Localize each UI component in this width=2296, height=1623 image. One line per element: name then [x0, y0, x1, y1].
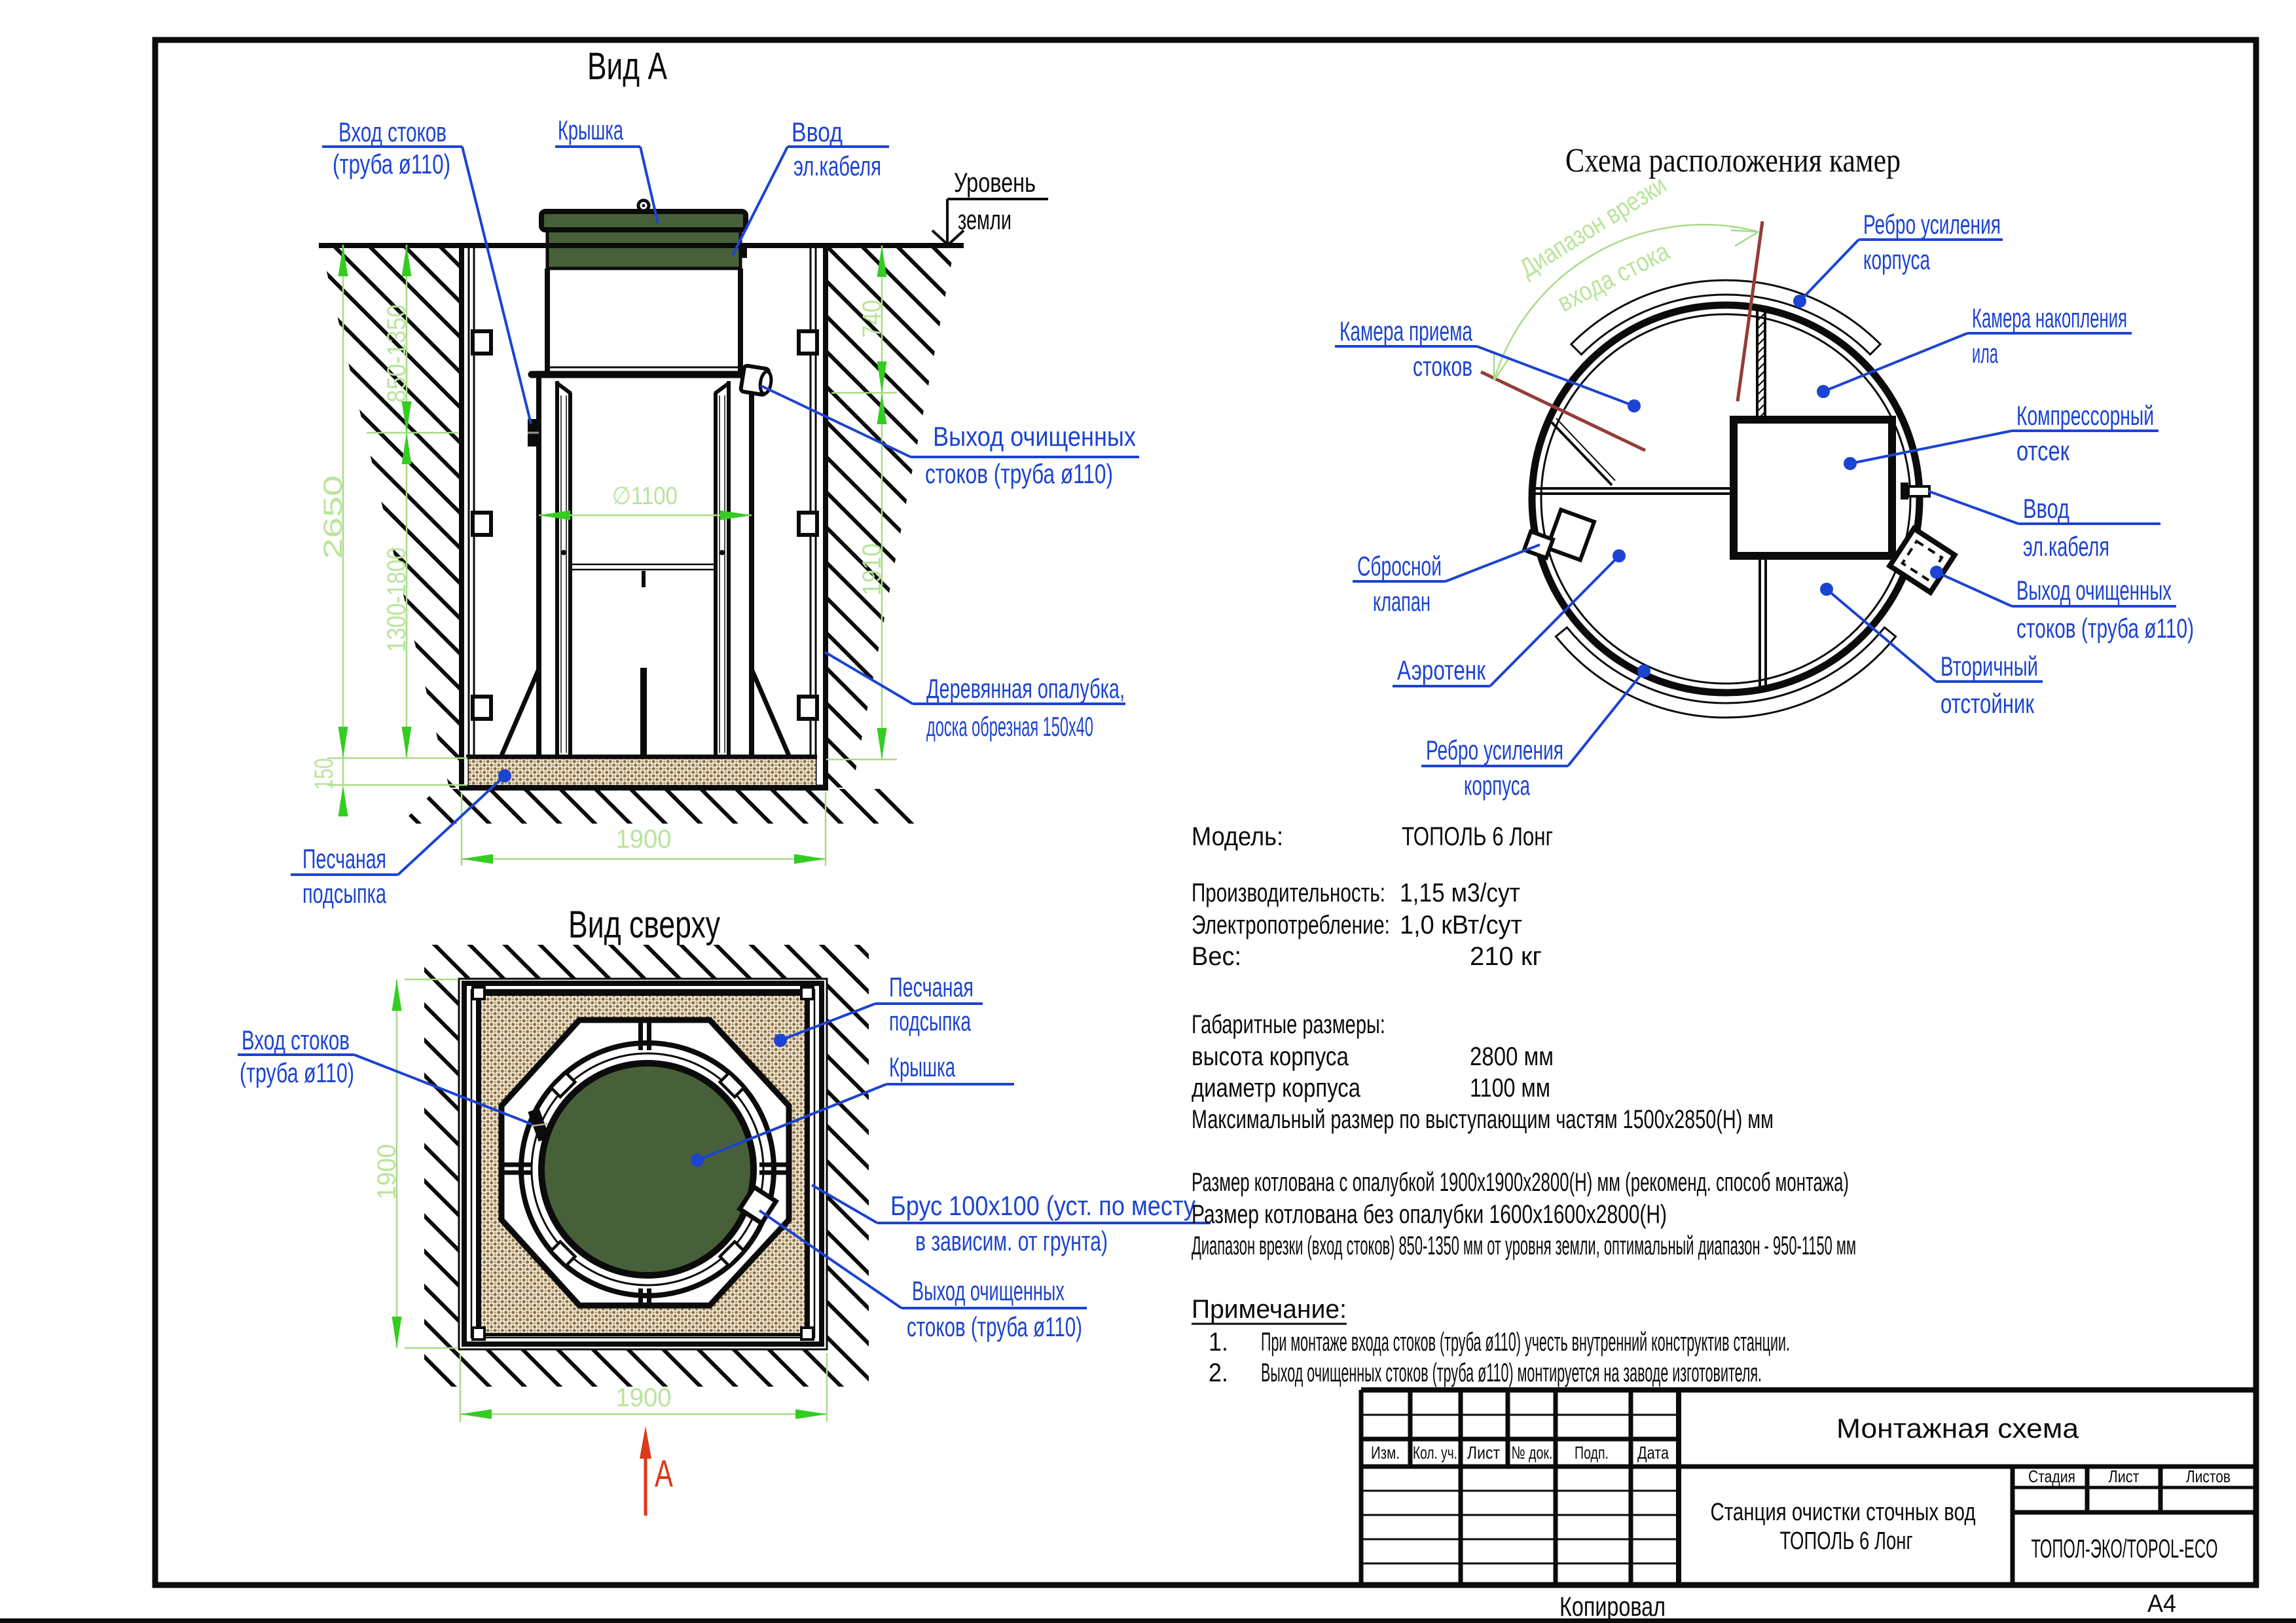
svg-text:Аэротенк: Аэротенк	[1397, 655, 1485, 685]
svg-text:Стадия: Стадия	[2028, 1467, 2075, 1486]
svg-text:Максимальный размер по выступа: Максимальный размер по выступающим частя…	[1192, 1105, 1774, 1134]
svg-text:Электропотребление:: Электропотребление:	[1192, 911, 1390, 939]
svg-text:доска обрезная 150х40: доска обрезная 150х40	[926, 711, 1093, 742]
svg-text:подсыпка: подсыпка	[302, 878, 386, 909]
svg-text:Размер котлована без опалубки: Размер котлована без опалубки 1600х1600х…	[1192, 1200, 1667, 1229]
svg-text:Модель:: Модель:	[1192, 822, 1283, 851]
svg-text:1910: 1910	[858, 543, 886, 596]
svg-text:1300-1800: 1300-1800	[382, 547, 411, 652]
svg-text:Ввод: Ввод	[792, 117, 843, 147]
svg-text:Листов: Листов	[2186, 1467, 2231, 1486]
svg-text:1.: 1.	[1209, 1328, 1228, 1357]
svg-text:А: А	[655, 1453, 673, 1495]
svg-text:Вид А: Вид А	[587, 45, 667, 88]
svg-text:Копировал: Копировал	[1559, 1591, 1666, 1622]
svg-text:Ввод: Ввод	[2023, 493, 2069, 524]
svg-text:ТОПОЛЬ 6 Лонг: ТОПОЛЬ 6 Лонг	[1780, 1527, 1913, 1555]
svg-text:210 кг: 210 кг	[1470, 942, 1542, 971]
svg-text:850-1350: 850-1350	[382, 304, 411, 403]
svg-text:Деревянная опалубка,: Деревянная опалубка,	[926, 673, 1125, 704]
svg-text:Вход стоков: Вход стоков	[242, 1025, 350, 1055]
svg-text:1100 мм: 1100 мм	[1470, 1074, 1550, 1103]
svg-text:А4: А4	[2147, 1590, 2176, 1618]
svg-text:отсек: отсек	[2016, 435, 2069, 466]
svg-text:Производительность:: Производительность:	[1192, 879, 1385, 907]
svg-text:в зависим. от грунта): в зависим. от грунта)	[915, 1226, 1108, 1256]
svg-text:Выход очищенных: Выход очищенных	[933, 421, 1136, 452]
svg-text:1900: 1900	[616, 825, 672, 854]
svg-text:эл.кабеля: эл.кабеля	[2023, 531, 2109, 562]
svg-text:корпуса: корпуса	[1464, 770, 1530, 801]
svg-text:Вторичный: Вторичный	[1941, 651, 2038, 682]
svg-text:№ док.: № док.	[1512, 1443, 1553, 1463]
svg-text:корпуса: корпуса	[1863, 244, 1930, 275]
svg-text:отстойник: отстойник	[1941, 688, 2034, 719]
svg-text:Компрессорный: Компрессорный	[2016, 400, 2154, 431]
svg-text:2.: 2.	[1209, 1359, 1228, 1387]
svg-text:2800 мм: 2800 мм	[1470, 1042, 1554, 1071]
svg-text:Диапазон врезки (вход стоков): Диапазон врезки (вход стоков) 850-1350 м…	[1192, 1231, 1856, 1260]
svg-text:1,15 м3/сут: 1,15 м3/сут	[1400, 879, 1520, 907]
svg-text:Лист: Лист	[2109, 1467, 2140, 1486]
svg-text:клапан: клапан	[1373, 586, 1430, 617]
svg-text:высота корпуса: высота корпуса	[1192, 1042, 1349, 1071]
svg-text:1,0 кВт/сут: 1,0 кВт/сут	[1400, 911, 1522, 939]
svg-text:Уровень: Уровень	[954, 167, 1036, 198]
svg-text:земли: земли	[958, 204, 1011, 235]
svg-text:Кол. уч.: Кол. уч.	[1413, 1443, 1457, 1463]
svg-text:Вход стоков: Вход стоков	[338, 117, 446, 147]
svg-text:740: 740	[858, 300, 886, 338]
svg-text:Выход очищенных: Выход очищенных	[2016, 575, 2172, 606]
svg-text:При монтаже входа стоков (тру: При монтаже входа стоков (труба ø110) уч…	[1261, 1328, 1790, 1357]
svg-text:1900: 1900	[373, 1144, 401, 1200]
svg-text:ТОПОЛЬ 6 Лонг: ТОПОЛЬ 6 Лонг	[1402, 822, 1553, 851]
svg-text:2650: 2650	[319, 475, 348, 559]
svg-text:Ребро усиления: Ребро усиления	[1426, 735, 1563, 765]
svg-text:ТОПОЛ-ЭКО/TOPOL-ECO: ТОПОЛ-ЭКО/TOPOL-ECO	[2032, 1535, 2218, 1563]
svg-text:Камера накопления: Камера накопления	[1972, 302, 2127, 333]
svg-text:Камера приема: Камера приема	[1339, 316, 1472, 346]
svg-text:Крышка: Крышка	[889, 1051, 955, 1082]
svg-text:Монтажная схема: Монтажная схема	[1836, 1413, 2079, 1444]
svg-text:Примечание:: Примечание:	[1192, 1295, 1347, 1324]
svg-text:Вес:: Вес:	[1192, 942, 1241, 971]
svg-text:150: 150	[310, 758, 338, 790]
svg-text:Дата: Дата	[1637, 1443, 1669, 1463]
svg-text:стоков (труба ø110): стоков (труба ø110)	[2016, 613, 2194, 644]
svg-text:Крышка: Крышка	[558, 115, 623, 145]
svg-text:Выход очищенных стоков (труба: Выход очищенных стоков (труба ø110) монт…	[1261, 1359, 1762, 1387]
svg-text:стоков (труба ø110): стоков (труба ø110)	[925, 458, 1113, 489]
svg-text:(труба ø110): (труба ø110)	[240, 1057, 354, 1088]
svg-text:Песчаная: Песчаная	[889, 972, 974, 1002]
svg-text:∅1100: ∅1100	[612, 483, 678, 510]
svg-text:Песчаная: Песчаная	[302, 843, 386, 874]
svg-text:Сбросной: Сбросной	[1357, 551, 1442, 581]
svg-text:Подп.: Подп.	[1575, 1443, 1609, 1463]
svg-text:Брус 100х100 (уст. по месту: Брус 100х100 (уст. по месту	[890, 1190, 1195, 1221]
svg-text:стоков: стоков	[1413, 351, 1472, 382]
svg-text:Вид сверху: Вид сверху	[568, 903, 720, 946]
svg-text:эл.кабеля: эл.кабеля	[793, 151, 881, 181]
svg-text:Габаритные размеры:: Габаритные размеры:	[1192, 1010, 1385, 1039]
svg-text:диаметр корпуса: диаметр корпуса	[1192, 1074, 1361, 1103]
svg-text:(труба ø110): (труба ø110)	[333, 149, 450, 179]
svg-text:Изм.: Изм.	[1371, 1443, 1400, 1463]
svg-text:Размер котлована с опалубкой 1: Размер котлована с опалубкой 1900х1900х2…	[1192, 1168, 1849, 1197]
svg-text:ила: ила	[1972, 338, 1998, 369]
svg-text:1900: 1900	[616, 1383, 672, 1412]
svg-text:Схема расположения камер: Схема расположения камер	[1565, 142, 1901, 179]
svg-text:Ребро усиления: Ребро усиления	[1863, 209, 2001, 240]
svg-text:Выход очищенных: Выход очищенных	[912, 1275, 1065, 1306]
svg-text:Станция очистки сточных вод: Станция очистки сточных вод	[1711, 1499, 1976, 1526]
svg-text:подсыпка: подсыпка	[889, 1006, 971, 1036]
svg-text:стоков (труба ø110): стоков (труба ø110)	[907, 1311, 1082, 1342]
svg-text:Лист: Лист	[1467, 1443, 1500, 1463]
